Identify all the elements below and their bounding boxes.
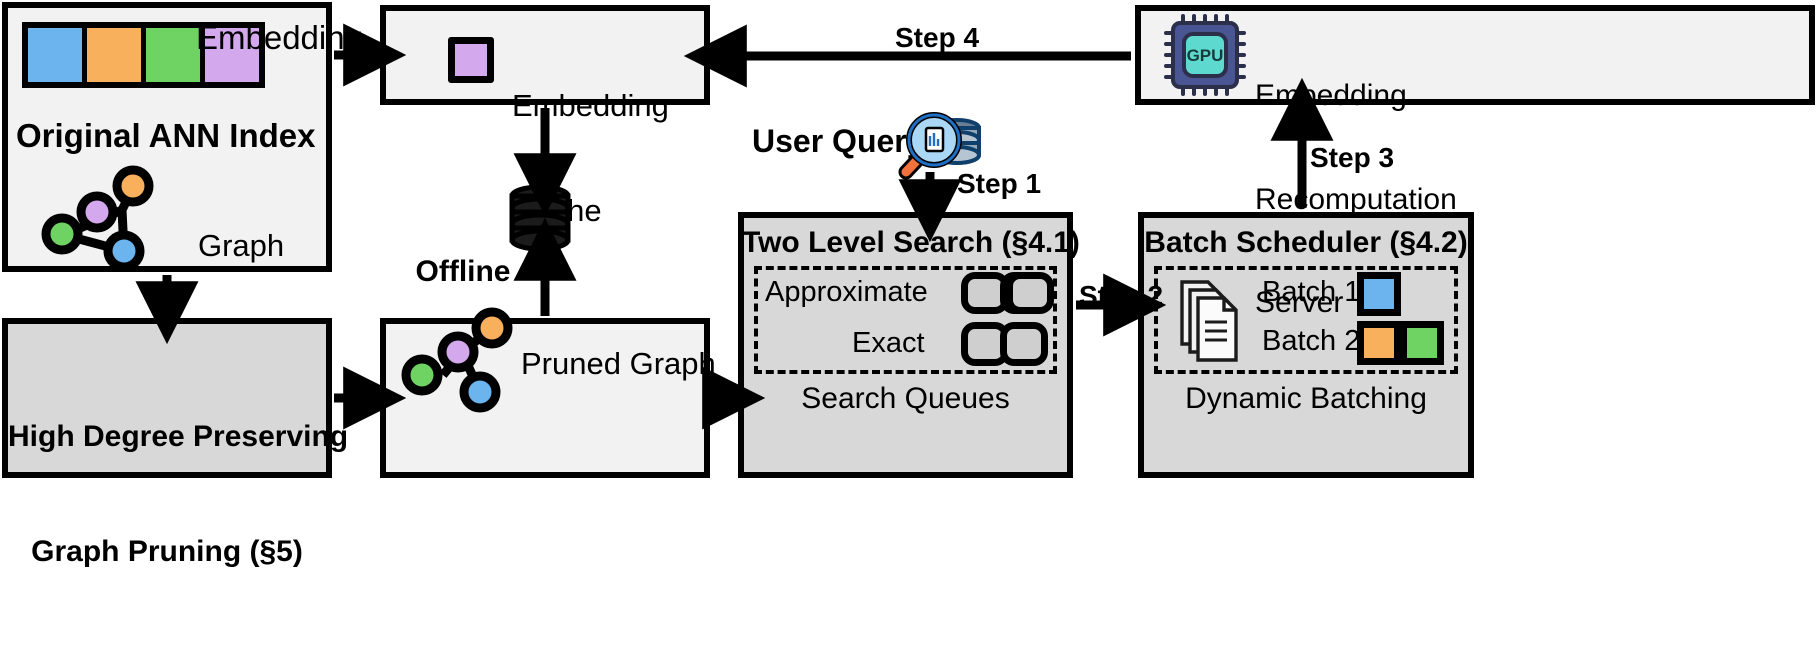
embedding-cache-label-line1: Embedding bbox=[512, 88, 669, 124]
offline-storage-label-line1: Offline bbox=[415, 255, 511, 288]
exact-label: Exact bbox=[852, 327, 925, 359]
search-queues-dashed-region bbox=[754, 266, 1057, 374]
embedding-swatch-orange bbox=[87, 28, 146, 82]
batch-2-label: Batch 2 bbox=[1262, 325, 1361, 357]
pruned-graph-label: Pruned Graph bbox=[521, 346, 716, 381]
batch-1-swatch-blue bbox=[1357, 272, 1401, 316]
exact-queue-slot-2[interactable] bbox=[1000, 322, 1048, 366]
recomputation-server-label-line3: Server bbox=[1255, 286, 1344, 319]
batch-1-label: Batch 1 bbox=[1262, 276, 1361, 308]
batch-scheduler-title: Batch Scheduler (§4.2) bbox=[1144, 226, 1468, 259]
user-query-label: User Query bbox=[752, 123, 925, 159]
original-ann-index-title: Original ANN Index bbox=[16, 117, 316, 154]
recomputation-server-label-line1: Embedding bbox=[1255, 79, 1407, 112]
diagram-canvas: Embedding Original ANN Index Graph Embed… bbox=[2, 2, 1815, 568]
embedding-swatch-blue bbox=[28, 28, 87, 82]
magnifier-document-glyph bbox=[924, 126, 945, 153]
embedding-cache-label: Embedding Cache bbox=[512, 20, 702, 298]
purple-square-icon bbox=[448, 37, 494, 83]
approximate-queue-slot-3[interactable] bbox=[1006, 272, 1054, 314]
embedding-cache-label-line2: Cache bbox=[512, 192, 602, 228]
step-4-label: Step 4 bbox=[895, 22, 980, 53]
embedding-cache-box bbox=[380, 5, 710, 105]
embedding-swatch-row bbox=[22, 22, 265, 88]
recomputation-server-box bbox=[1135, 5, 1815, 105]
step-2-label: Step 2 bbox=[1079, 280, 1164, 311]
embedding-swatch-green bbox=[146, 28, 205, 82]
embedding-label: Embedding bbox=[196, 19, 363, 56]
recomputation-server-label-line2: Recomputation bbox=[1255, 182, 1457, 216]
graph-pruning-label-line1: High Degree Preserving bbox=[8, 419, 349, 453]
batch-2-swatch-orange bbox=[1357, 321, 1401, 365]
pruned-graph-box bbox=[380, 318, 710, 478]
graph-label: Graph bbox=[198, 228, 285, 263]
batch-2-swatch-green bbox=[1400, 321, 1444, 365]
recomputation-server-label: Embedding Recomputation Server bbox=[1255, 10, 1457, 390]
graph-pruning-label-line2: Graph Pruning (§5) bbox=[31, 534, 303, 568]
dynamic-batching-footer: Dynamic Batching bbox=[1185, 382, 1427, 415]
step-1-label: Step 1 bbox=[957, 168, 1042, 199]
approximate-label: Approximate bbox=[765, 276, 928, 308]
graph-pruning-label: High Degree Preserving Graph Pruning (§5… bbox=[8, 341, 349, 648]
graph-pruning-box bbox=[2, 318, 332, 478]
embedding-swatch-purple bbox=[205, 28, 259, 82]
step-3-label: Step 3 bbox=[1310, 142, 1395, 173]
two-level-search-title: Two Level Search (§4.1) bbox=[742, 226, 1080, 259]
search-queues-footer: Search Queues bbox=[801, 382, 1010, 415]
